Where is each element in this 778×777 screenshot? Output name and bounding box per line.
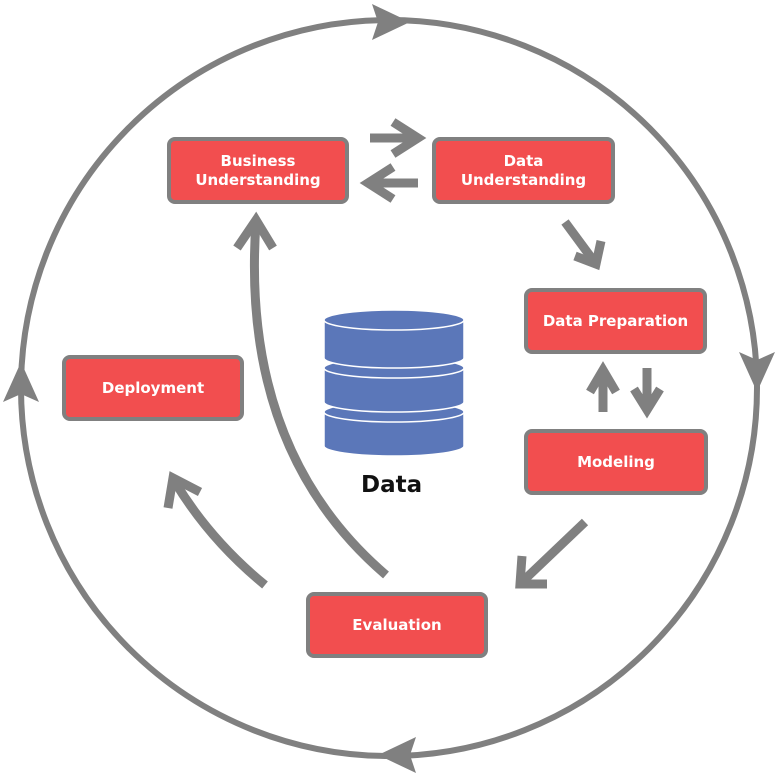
database-icon	[323, 309, 465, 457]
phase-data-preparation: Data Preparation	[524, 288, 707, 354]
phase-modeling: Modeling	[524, 429, 708, 495]
arrowhead-right-down-icon	[739, 352, 775, 392]
arrow-du-to-prep	[561, 219, 606, 271]
phase-deployment: Deployment	[62, 355, 244, 421]
arrowhead-left-up-icon	[3, 362, 39, 402]
arrow-modeling-to-prep	[586, 361, 620, 412]
arrow-bu-to-du	[370, 118, 427, 158]
phase-evaluation: Evaluation	[306, 592, 488, 658]
arrowhead-top-right-icon	[372, 4, 410, 40]
arrow-evaluation-to-deployment	[163, 471, 268, 589]
phase-data-understanding: Data Understanding	[432, 137, 615, 204]
arrow-evaluation-to-business	[233, 211, 389, 579]
outer-cycle-arrowheads	[3, 4, 775, 773]
phase-business-understanding: Business Understanding	[167, 137, 349, 204]
arrow-du-to-bu	[359, 163, 418, 203]
data-label: Data	[361, 472, 423, 498]
arrowhead-bottom-left-icon	[378, 737, 416, 773]
arrow-prep-to-modeling	[630, 368, 664, 419]
arrow-modeling-to-evaluation	[515, 518, 589, 589]
